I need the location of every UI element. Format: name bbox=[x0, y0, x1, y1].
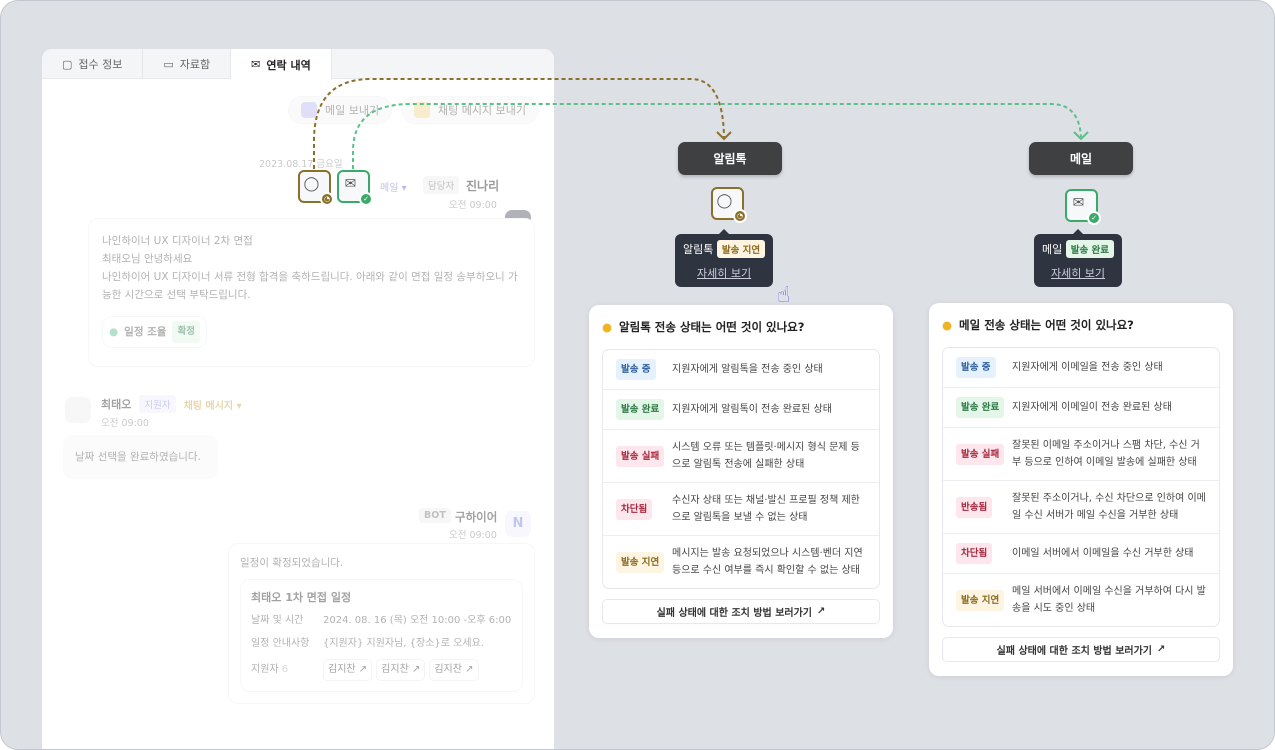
applicant-chip[interactable]: 김지찬 ↗ bbox=[376, 659, 426, 681]
check-icon: ✓ bbox=[1087, 211, 1101, 225]
mail-status-icon[interactable]: ✉✓ bbox=[337, 170, 373, 206]
message-time: 오전 09:00 bbox=[449, 200, 497, 211]
mail-node: 메일 bbox=[1029, 142, 1133, 175]
status-description: 시스템 오류 또는 템플릿·메시지 형식 문제 등으로 알림톡 전송에 실패한 … bbox=[672, 442, 860, 470]
status-description: 지원자에게 알림톡을 전송 중인 상태 bbox=[672, 364, 823, 375]
details-link[interactable]: 자세히 보기 bbox=[697, 267, 752, 280]
mail-open-icon: ✉ bbox=[251, 58, 261, 71]
status-description: 지원자에게 이메일을 전송 중인 상태 bbox=[1012, 362, 1163, 373]
status-row: 반송됨 잘못된 주소이거나, 수신 차단으로 인하여 이메일 수신 서버가 메일 … bbox=[943, 481, 1219, 534]
status-row: 발송 중 지원자에게 이메일을 전송 중인 상태 bbox=[943, 348, 1219, 388]
user-card-icon: ▢ bbox=[62, 57, 73, 71]
status-badge: 차단됨 bbox=[616, 498, 653, 520]
external-link-icon: ↗ bbox=[1157, 644, 1166, 655]
clock-icon: ◔ bbox=[320, 192, 334, 206]
hand-cursor-icon: ☝ bbox=[777, 283, 791, 308]
envelope-icon: ✉ bbox=[344, 175, 357, 192]
applicant-avatar bbox=[65, 397, 91, 423]
status-badge: 반송됨 bbox=[956, 496, 993, 518]
message-date: 2023.08.17 금요일 bbox=[259, 159, 343, 170]
status-description: 잘못된 주소이거나, 수신 차단으로 인하여 이메일 수신 서버가 메일 수신을… bbox=[1012, 493, 1206, 521]
failure-guide-button[interactable]: 실패 상태에 대한 조치 방법 보러가기↗ bbox=[942, 637, 1220, 662]
mail-icon bbox=[301, 102, 317, 118]
sender-name: 진나리 bbox=[466, 179, 500, 193]
status-row: 발송 지연 메일 서버에서 이메일 수신을 거부하여 다시 발송을 시도 중인 상… bbox=[943, 574, 1219, 626]
status-description: 메시지는 발송 요청되었으나 시스템·벤더 지연 등으로 수신 여부를 즉시 확… bbox=[672, 548, 863, 576]
status-row: 발송 완료 지원자에게 알림톡이 전송 완료된 상태 bbox=[603, 390, 879, 430]
alimtalk-tooltip: 알림톡 발송 지연 자세히 보기 bbox=[675, 229, 774, 287]
status-description: 이메일 서버에서 이메일을 수신 거부한 상태 bbox=[1012, 548, 1194, 559]
clock-icon: ◔ bbox=[733, 209, 747, 223]
alimtalk-status-icon[interactable]: ◯◔ bbox=[298, 170, 334, 206]
status-badge: 발송 지연 bbox=[616, 551, 665, 573]
lightbulb-icon: ● bbox=[602, 320, 613, 334]
external-link-icon: ↗ bbox=[817, 606, 826, 617]
mail-status-icon[interactable]: ✉✓ bbox=[1065, 189, 1101, 225]
applicants-label: 지원자 6 bbox=[251, 664, 289, 675]
applicant-chip[interactable]: 김지찬 ↗ bbox=[429, 659, 479, 681]
send-mail-button[interactable]: 메일 보내기 bbox=[288, 96, 393, 124]
mail-arrow bbox=[1073, 131, 1089, 141]
message-bubble: 날짜 선택을 완료하였습니다. bbox=[63, 435, 218, 479]
contact-history-panel: ▢접수 정보 ▭자료함 ✉연락 내역 메일 보내기 채팅 메시지 보내기 202… bbox=[42, 49, 554, 749]
status-row: 발송 지연 메시지는 발송 요청되었으나 시스템·벤더 지연 등으로 수신 여부를… bbox=[603, 536, 879, 588]
tab-application-info[interactable]: ▢접수 정보 bbox=[42, 49, 144, 79]
status-row: 발송 실패 시스템 오류 또는 템플릿·메시지 형식 문제 등으로 알림톡 전송에… bbox=[603, 430, 879, 483]
role-badge: 담당자 bbox=[423, 176, 460, 194]
chat-bubble-icon: ◯ bbox=[303, 175, 320, 192]
alimtalk-status-icon[interactable]: ◯◔ bbox=[711, 187, 747, 223]
bot-logo-icon: N bbox=[505, 511, 531, 537]
status-badge: 발송 중 bbox=[616, 359, 656, 380]
status-badge: 발송 실패 bbox=[956, 443, 1005, 465]
status-badge: 차단됨 bbox=[956, 543, 993, 564]
failure-guide-button[interactable]: 실패 상태에 대한 조치 방법 보러가기↗ bbox=[602, 599, 880, 624]
status-row: 차단됨 이메일 서버에서 이메일을 수신 거부한 상태 bbox=[943, 534, 1219, 574]
check-circle-icon: ● bbox=[109, 326, 119, 338]
status-badge: 발송 완료 bbox=[956, 397, 1005, 418]
status-badge: 발송 중 bbox=[956, 357, 996, 378]
chat-bubble-icon: ◯ bbox=[716, 192, 733, 209]
status-row: 발송 중 지원자에게 알림톡을 전송 중인 상태 bbox=[603, 350, 879, 390]
tab-archive[interactable]: ▭자료함 bbox=[143, 49, 232, 79]
archive-icon: ▭ bbox=[163, 57, 174, 71]
applicant-chip[interactable]: 김지찬 ↗ bbox=[323, 659, 373, 681]
alimtalk-node: 알림톡 bbox=[678, 142, 782, 175]
channel-select[interactable]: 채팅 메시지 ▾ bbox=[183, 400, 242, 412]
status-description: 지원자에게 이메일이 전송 완료된 상태 bbox=[1012, 402, 1172, 413]
channel-select[interactable]: 메일 ▾ bbox=[380, 183, 407, 194]
status-description: 지원자에게 알림톡이 전송 완료된 상태 bbox=[672, 404, 832, 415]
check-icon: ✓ bbox=[359, 192, 373, 206]
status-row: 발송 완료 지원자에게 이메일이 전송 완료된 상태 bbox=[943, 388, 1219, 428]
status-row: 차단됨 수신자 상태 또는 채널·발신 프로필 정책 제한으로 알림톡을 보낼 수… bbox=[603, 483, 879, 536]
status-description: 잘못된 이메일 주소이거나 스팸 차단, 수신 거부 등으로 인하여 이메일 발… bbox=[1012, 440, 1200, 468]
status-badge: 발송 실패 bbox=[616, 445, 665, 467]
status-description: 메일 서버에서 이메일 수신을 거부하여 다시 발송을 시도 중인 상태 bbox=[1012, 586, 1206, 614]
envelope-icon: ✉ bbox=[1072, 194, 1085, 211]
alimtalk-arrow bbox=[716, 131, 732, 141]
tab-bar: ▢접수 정보 ▭자료함 ✉연락 내역 bbox=[42, 49, 554, 80]
status-badge: 발송 완료 bbox=[616, 399, 665, 420]
status-badge: 발송 지연 bbox=[956, 589, 1005, 611]
status-row: 발송 실패 잘못된 이메일 주소이거나 스팸 차단, 수신 거부 등으로 인하여 … bbox=[943, 428, 1219, 481]
lightbulb-icon: ● bbox=[942, 318, 953, 332]
status-description: 수신자 상태 또는 채널·발신 프로필 정책 제한으로 알림톡을 보낼 수 없는… bbox=[672, 495, 860, 523]
details-link[interactable]: 자세히 보기 bbox=[1050, 267, 1106, 280]
send-chat-button[interactable]: 채팅 메시지 보내기 bbox=[401, 96, 539, 124]
bot-badge: BOT bbox=[419, 508, 451, 523]
chat-icon bbox=[414, 102, 430, 118]
tab-contact-history[interactable]: ✉연락 내역 bbox=[231, 49, 332, 80]
mail-tooltip: 메일 발송 완료 자세히 보기 bbox=[1034, 229, 1123, 287]
